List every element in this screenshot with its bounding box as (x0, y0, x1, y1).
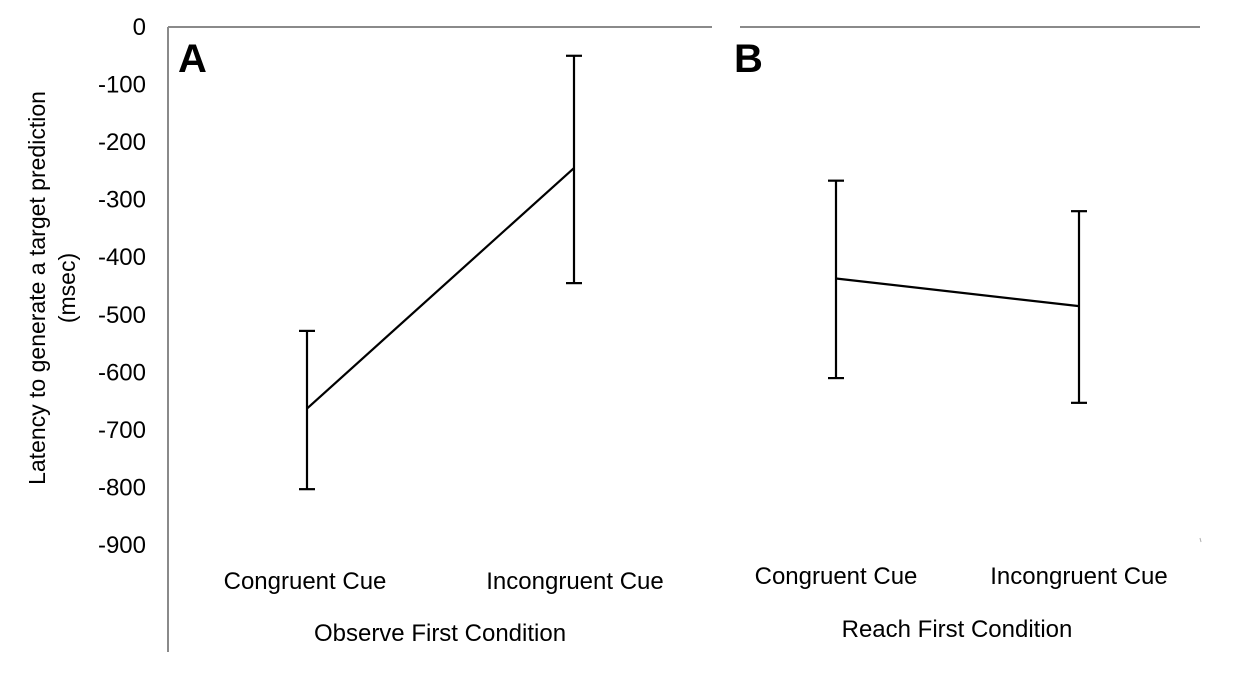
y-tick-label: -800 (98, 474, 146, 501)
panel-a-category-label-congruent: Congruent Cue (224, 568, 387, 595)
y-tick-label: -400 (98, 244, 146, 271)
panel-a-x-axis-label: Observe First Condition (314, 620, 566, 647)
panel-a-letter: A (178, 37, 207, 81)
panel-a-category-label-incongruent: Incongruent Cue (486, 568, 663, 595)
y-tick-label: -200 (98, 129, 146, 156)
panel-b-category-label-incongruent: Incongruent Cue (990, 563, 1167, 590)
y-tick-label: -600 (98, 359, 146, 386)
panel-b-x-axis-label: Reach First Condition (842, 616, 1073, 643)
data-marks (299, 54, 1087, 491)
panel-b-category-label-congruent: Congruent Cue (755, 563, 918, 590)
y-tick-labels: 0 -100 -200 -300 -400 -500 -600 -700 -800 -900 (98, 14, 146, 559)
y-axis-label-line-1: Latency to generate a target prediction (24, 91, 50, 485)
y-tick-label: -900 (98, 532, 146, 559)
panel-b-letter: B (734, 37, 763, 81)
y-tick-label: 0 (133, 14, 146, 41)
panel-b-corner-mark (1199, 537, 1202, 543)
y-axis-label-line-2: (msec) (54, 253, 80, 323)
panel-b-series-line (835, 277, 1080, 308)
y-tick-label: -700 (98, 417, 146, 444)
y-tick-label: -300 (98, 187, 146, 214)
panel-a-series-line (306, 167, 575, 410)
y-tick-label: -100 (98, 72, 146, 99)
y-tick-label: -500 (98, 302, 146, 329)
